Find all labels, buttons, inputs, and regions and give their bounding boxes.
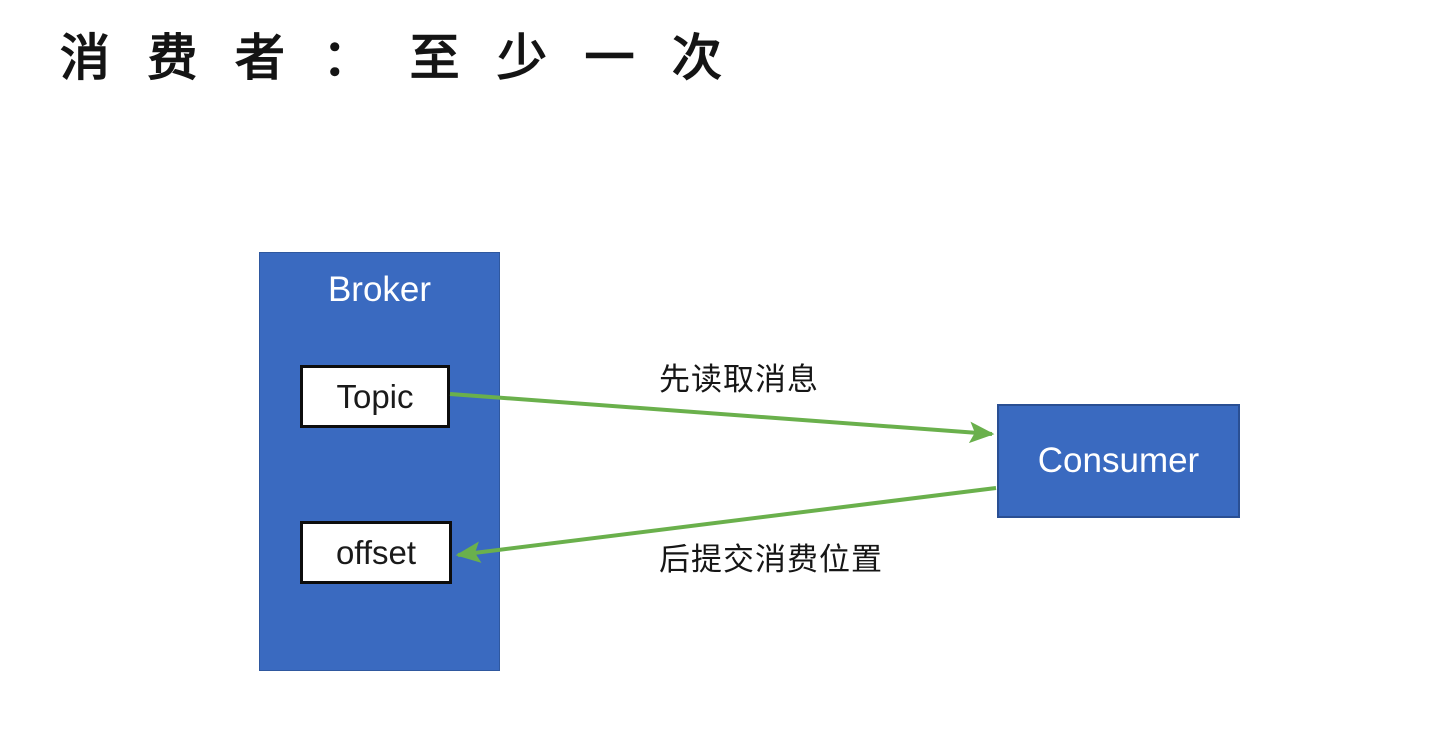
- consumer-label: Consumer: [1037, 441, 1200, 480]
- page-title: 消 费 者 ： 至 少 一 次: [60, 29, 732, 87]
- topic-node[interactable]: Topic: [300, 365, 450, 428]
- arrow-read-message: [449, 392, 995, 444]
- offset-node[interactable]: offset: [300, 521, 452, 584]
- broker-label: Broker: [327, 270, 432, 309]
- broker-node[interactable]: Broker: [259, 252, 500, 671]
- consumer-node[interactable]: Consumer: [997, 404, 1240, 518]
- edge-label-commit-offset: 后提交消费位置: [659, 542, 883, 578]
- topic-label: Topic: [336, 377, 414, 415]
- offset-label: offset: [335, 533, 417, 571]
- edge-label-read-message: 先读取消息: [659, 362, 819, 398]
